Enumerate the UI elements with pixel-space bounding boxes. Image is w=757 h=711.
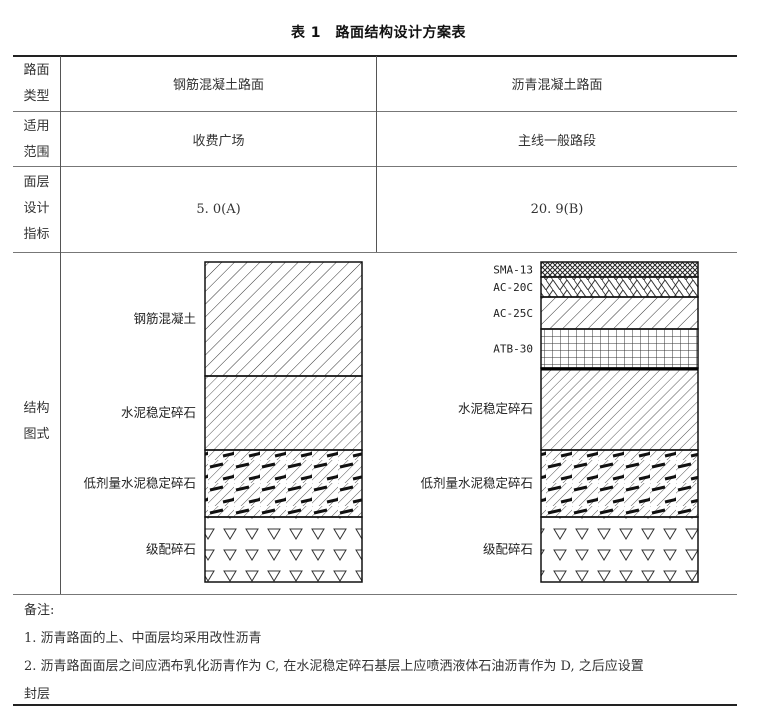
layer-hatch [204, 261, 363, 377]
layer-triangles [540, 516, 699, 583]
top-rule [13, 55, 737, 57]
layer-hatch [540, 296, 699, 330]
row-label-index: 面层设计指标 [23, 175, 50, 242]
note-item-2: 2. 沥青路面面层之间应洒布乳化沥青作为 C, 在水泥稳定碎石基层上应喷洒液体石… [24, 659, 644, 674]
notes-heading: 备注: [24, 603, 55, 618]
cell-type-col2: 沥青混凝土路面 [511, 78, 603, 93]
cell-index-col2: 20. 9(B) [530, 202, 584, 217]
layer-label: 水泥稳定碎石 [458, 401, 533, 416]
layer-label: AC-25C [493, 307, 533, 320]
layer-dashes [204, 449, 363, 518]
cell-type-col1: 钢筋混凝土路面 [172, 78, 264, 93]
layer-label: 钢筋混凝土 [133, 311, 196, 326]
bottom-rule [13, 704, 737, 706]
layer-label: SMA-13 [493, 264, 533, 277]
layer-label: 级配碎石 [146, 542, 196, 557]
layer-label: 级配碎石 [483, 542, 533, 557]
layer-label: AC-20C [493, 281, 533, 294]
layer-label: ATB-30 [493, 343, 533, 356]
layer-hatch-fine [204, 375, 363, 451]
label-column-divider [60, 56, 61, 594]
row-divider [13, 111, 737, 112]
layer-label: 低剂量水泥稳定碎石 [83, 476, 196, 491]
row-label-type: 路面类型 [23, 63, 50, 104]
layer-zigzag [540, 276, 699, 298]
row-divider [13, 166, 737, 167]
layer-dashes [540, 449, 699, 518]
layer-label: 水泥稳定碎石 [121, 405, 196, 420]
layer-label: 低剂量水泥稳定碎石 [420, 476, 533, 491]
layer-grid [540, 328, 699, 369]
layer-hatch-fine [540, 367, 699, 451]
row-label-structure: 结构图式 [23, 401, 50, 442]
column-divider [376, 56, 377, 252]
row-divider [13, 252, 737, 253]
cell-scope-col1: 收费广场 [192, 133, 245, 149]
row-divider [13, 594, 737, 595]
cell-scope-col2: 主线一般路段 [517, 133, 596, 149]
cell-index-col1: 5. 0(A) [196, 202, 241, 217]
table-title: 表 1 路面结构设计方案表 [290, 25, 467, 41]
note-item-1: 1. 沥青路面的上、中面层均采用改性沥青 [24, 631, 262, 646]
layer-triangles [204, 516, 363, 583]
note-item-2-continuation: 封层 [24, 687, 51, 702]
layer-crosshatch [540, 261, 699, 278]
row-label-scope: 适用范围 [23, 119, 50, 160]
